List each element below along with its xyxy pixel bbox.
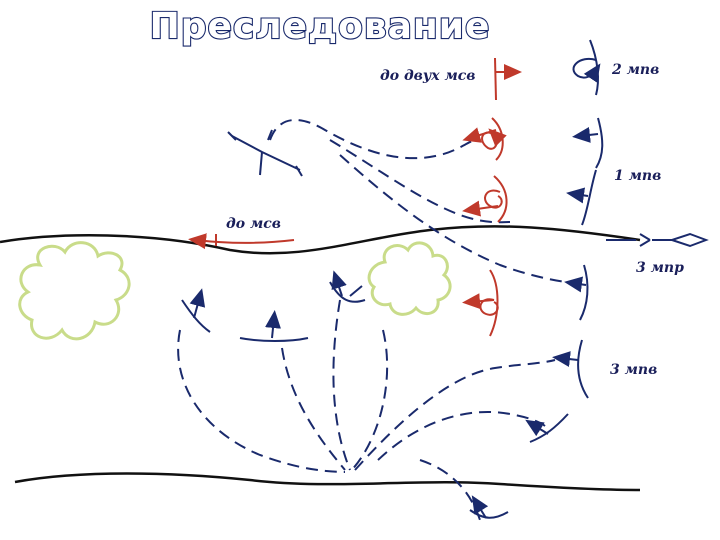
unit-symbols xyxy=(181,39,709,519)
label-two-msv: до двух мсв xyxy=(380,68,476,84)
label-3-mpr: 3 мпр xyxy=(636,260,684,276)
label-2-mpv: 2 мпв xyxy=(611,62,659,78)
label-msv: до мсв xyxy=(226,216,281,232)
label-3-mpv: 3 мпв xyxy=(610,362,657,378)
label-1-mpv: 1 мпв xyxy=(614,168,661,184)
lower-terrain-line xyxy=(14,472,641,492)
movement-paths xyxy=(177,119,576,521)
bush-right xyxy=(367,241,452,316)
bush-left xyxy=(18,241,131,341)
diagram-title: Преследование xyxy=(148,5,491,48)
enemy-withdrawal xyxy=(188,57,522,337)
upper-terrain-line xyxy=(0,225,641,255)
